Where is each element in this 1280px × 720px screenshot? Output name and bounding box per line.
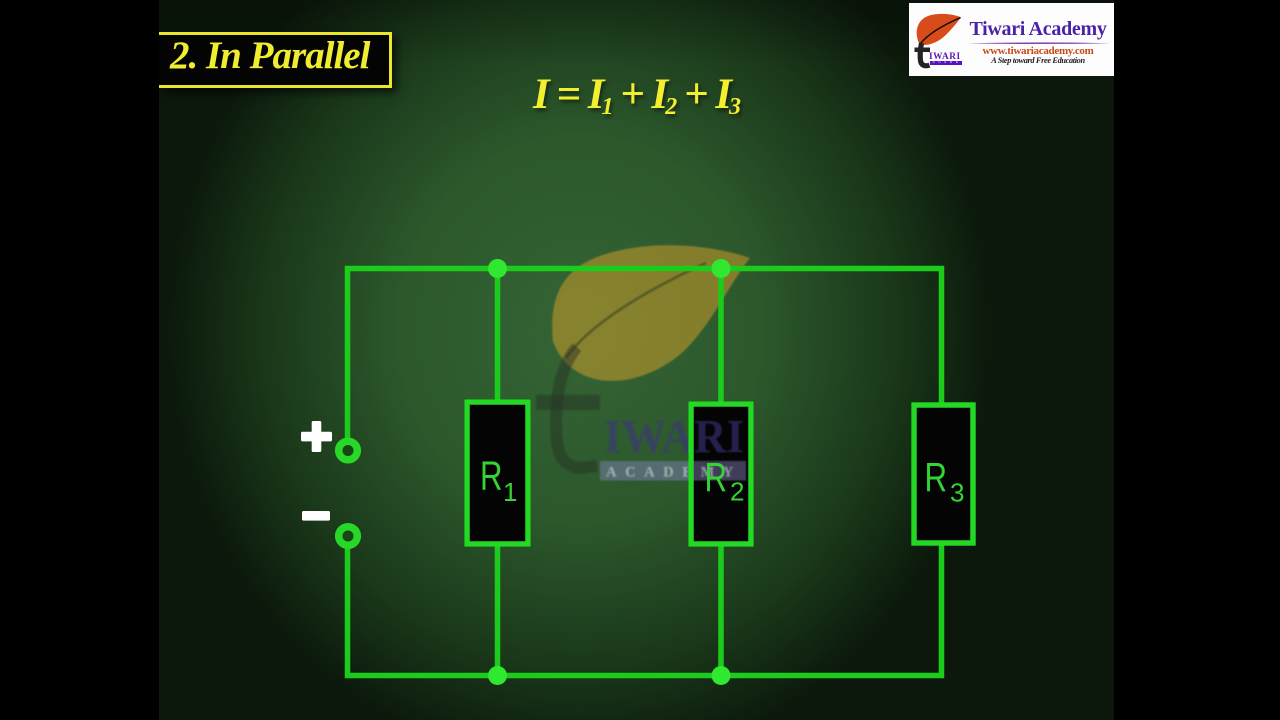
svg-text:R: R bbox=[480, 453, 503, 499]
svg-text:R: R bbox=[925, 454, 948, 500]
svg-text:2: 2 bbox=[730, 476, 744, 506]
svg-text:ACADEMY: ACADEMY bbox=[606, 465, 742, 481]
svg-text:R: R bbox=[705, 454, 728, 500]
svg-text:3: 3 bbox=[950, 478, 964, 508]
svg-text:IWARI: IWARI bbox=[604, 411, 744, 464]
svg-text:1: 1 bbox=[503, 477, 517, 507]
